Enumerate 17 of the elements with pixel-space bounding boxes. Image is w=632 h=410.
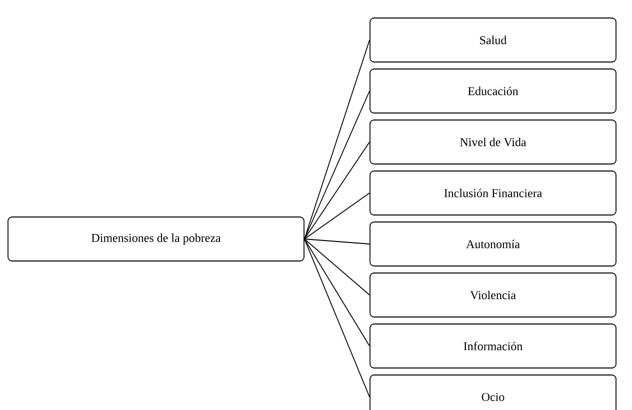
connector-line <box>304 238 370 244</box>
connector-line <box>304 192 370 240</box>
text-box: Dimensiones de la pobreza <box>8 216 304 262</box>
connector-line <box>304 238 370 346</box>
connector-line <box>304 40 370 240</box>
text-box: Ocio <box>370 374 616 410</box>
text-box: Información <box>370 324 616 368</box>
text-box: Autonomía <box>370 222 616 266</box>
connector-line <box>304 238 370 398</box>
text-box: Educación <box>370 68 616 114</box>
text-box: Violencia <box>370 272 616 318</box>
connector-line <box>304 90 370 240</box>
text-box: Salud <box>370 18 616 62</box>
connector-line <box>304 142 370 240</box>
text-box: Nivel de Vida <box>370 120 616 164</box>
connector-line <box>304 238 370 296</box>
text-box: Inclusión Financiera <box>370 170 616 216</box>
